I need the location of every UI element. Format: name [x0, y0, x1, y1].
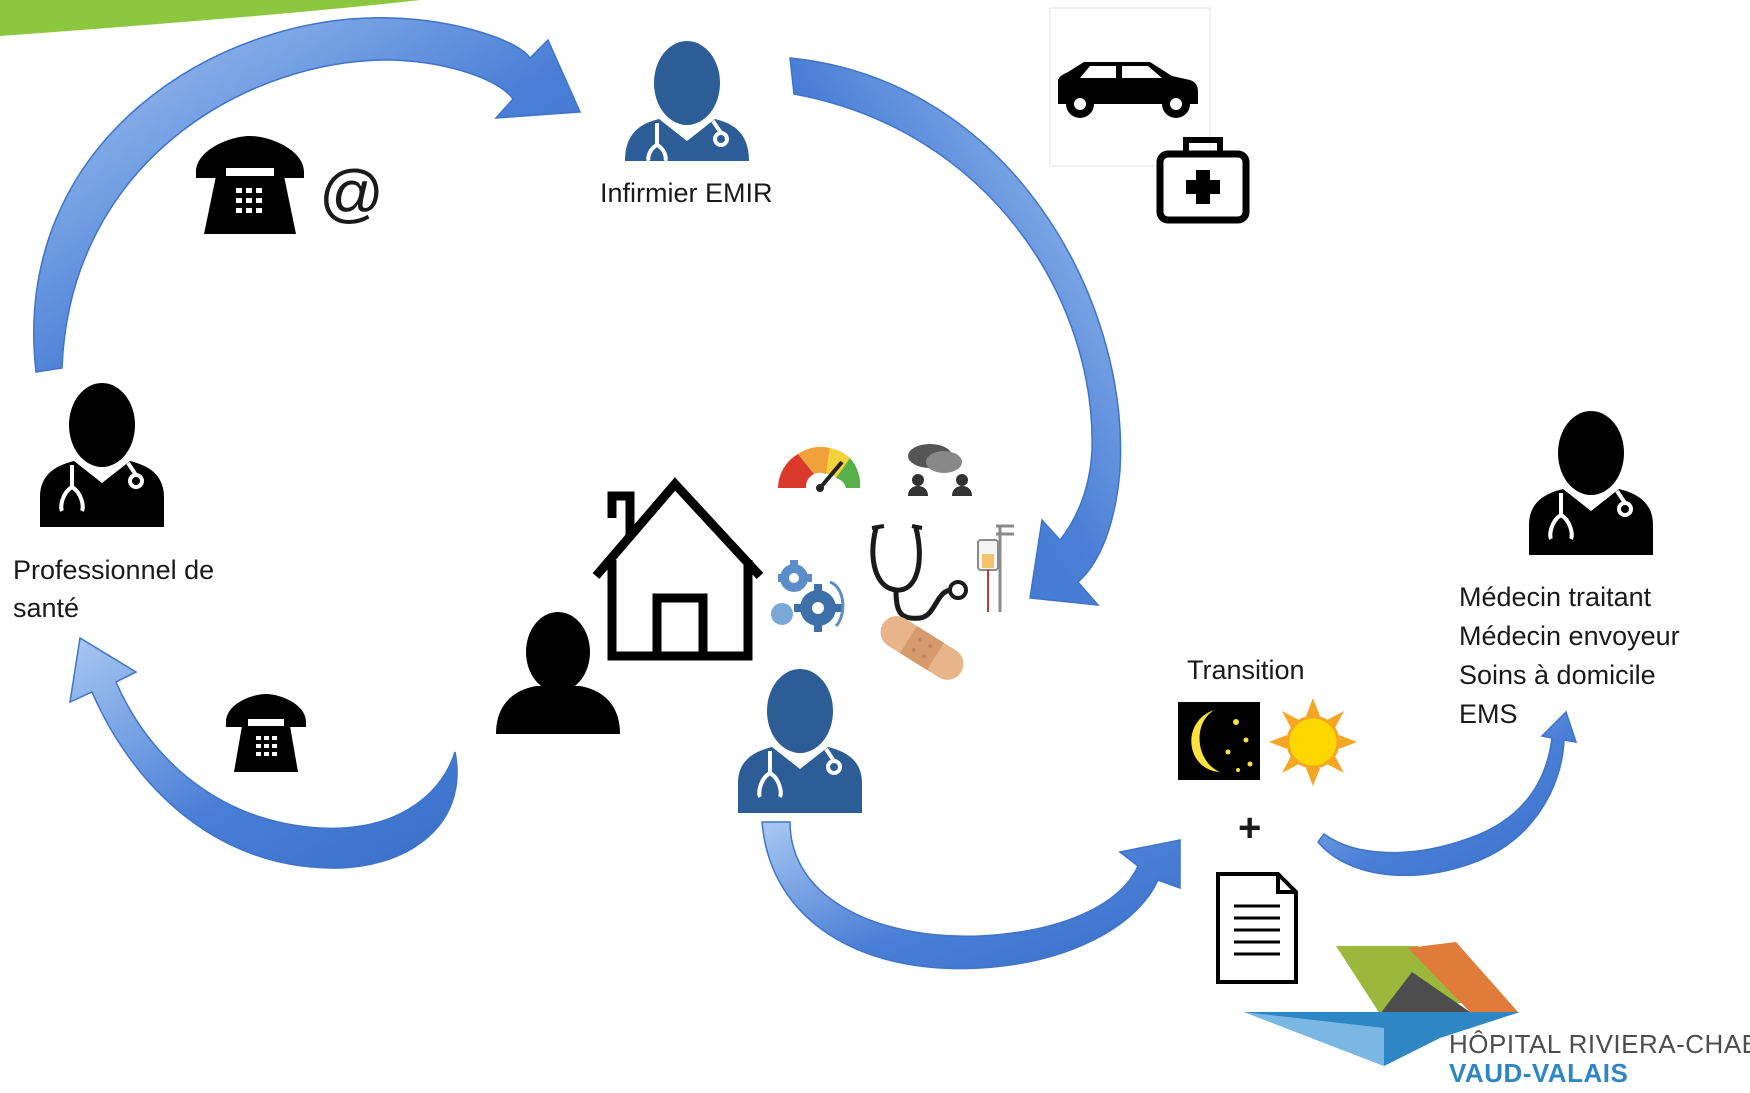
pain-scale-icon	[778, 446, 861, 492]
telephone-icon	[196, 136, 304, 234]
telephone-icon	[226, 694, 306, 772]
arrow-transition-to-recipients	[1317, 710, 1578, 877]
recipient-label-treating-doctor: Médecin traitant	[1459, 582, 1652, 612]
corner-accent	[0, 0, 420, 36]
car-icon	[1058, 62, 1198, 118]
sun-icon	[1269, 698, 1357, 786]
stethoscope-icon	[870, 524, 968, 621]
at-sign: @	[318, 157, 383, 229]
nurse-icon	[625, 41, 749, 163]
gears-icon	[771, 560, 845, 632]
nurse-emir-label: Infirmier EMIR	[600, 178, 773, 208]
arrow-patient-to-professional	[69, 636, 458, 869]
home-nurse-icon	[738, 669, 862, 813]
health-professional-label-line1: Professionnel de	[13, 555, 215, 585]
health-professional-label-line2: santé	[13, 593, 80, 623]
house-icon	[592, 477, 764, 661]
logo-text-line2: VAUD-VALAIS	[1449, 1058, 1629, 1088]
arrow-professional-to-nurse	[33, 17, 582, 373]
recipient-label-ems: EMS	[1459, 699, 1518, 729]
conversation-icon	[908, 444, 972, 496]
transition-label: Transition	[1187, 655, 1305, 685]
logo-text-line1: HÔPITAL RIVIERA-CHABLAIS	[1449, 1029, 1750, 1059]
moon-icon	[1178, 702, 1260, 780]
first-aid-kit-icon	[1156, 137, 1250, 224]
plus-sign: +	[1238, 806, 1262, 850]
document-icon	[1216, 872, 1298, 984]
arrow-nurse-to-patient	[789, 57, 1122, 606]
patient-icon	[496, 612, 620, 734]
recipient-label-referring-doctor: Médecin envoyeur	[1459, 621, 1680, 651]
recipient-label-home-care: Soins à domicile	[1459, 660, 1656, 690]
bandage-icon	[880, 616, 964, 680]
hospital-logo	[1244, 942, 1520, 1066]
doctor-icon	[1529, 411, 1653, 555]
health-professional-icon	[40, 383, 164, 527]
iv-drip-icon	[977, 524, 1014, 612]
arrow-nurse-to-transition	[761, 821, 1181, 970]
